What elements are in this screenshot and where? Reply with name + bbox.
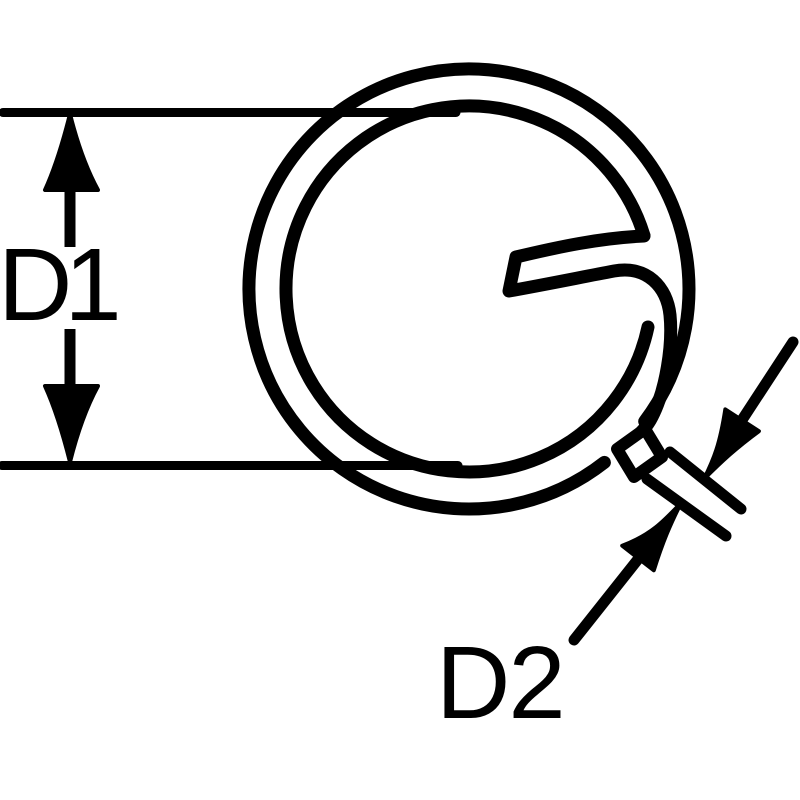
d1-arrow-up-icon: [43, 112, 100, 192]
d1-dimension: D1: [0, 108, 463, 470]
ring-inner-arc: [279, 99, 655, 479]
d1-arrow-down-icon: [43, 384, 100, 464]
d2-label: D2: [436, 625, 564, 740]
d2-leader-upper: [736, 336, 799, 426]
d1-label: D1: [0, 227, 117, 342]
d2-arrow-upper-icon: [702, 407, 761, 481]
ring-body: [242, 62, 696, 516]
d2-tick-inner: [641, 473, 732, 542]
cut-face: [611, 423, 668, 483]
hook-end-outline: [502, 229, 678, 456]
d2-tick-outer: [664, 446, 747, 515]
d2-dimension: D2: [436, 336, 799, 740]
ring-outer-arc: [242, 62, 696, 516]
d2-arrow-lower-icon: [620, 501, 683, 573]
d2-leader-lower: [568, 552, 645, 646]
